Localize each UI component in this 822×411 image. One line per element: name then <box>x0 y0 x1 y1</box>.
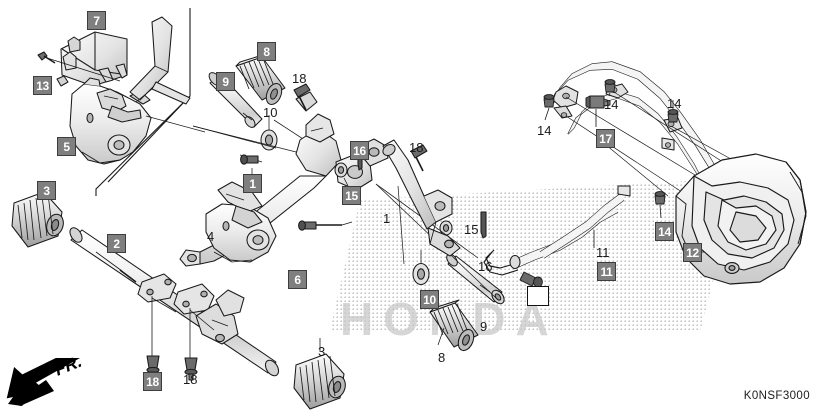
callout-11-plain: 11 <box>596 245 610 260</box>
callout-8-upper[interactable]: 8 <box>257 42 276 61</box>
callout-13[interactable]: 13 <box>33 76 52 95</box>
washer-15-upper <box>334 162 348 178</box>
bolt-18-upper <box>293 83 311 111</box>
part-group-grab-rail <box>483 61 807 301</box>
callout-11[interactable]: 11 <box>597 262 616 281</box>
callout-14-mid-plain: 14 <box>604 97 619 112</box>
part-group-lower-pipe <box>11 191 346 410</box>
washer-10 <box>260 129 278 151</box>
callout-14-right-plain: 14 <box>667 96 682 111</box>
callout-8-lower-plain: 8 <box>438 350 446 365</box>
part-number: K0NSF3000 <box>743 390 810 402</box>
callout-6[interactable]: 6 <box>288 270 307 289</box>
part-group-left-bracket <box>37 16 206 165</box>
bolt-18-bottom-right <box>184 357 198 381</box>
footpeg-rubber-8 <box>235 53 286 106</box>
callout-3-left[interactable]: 3 <box>37 181 56 200</box>
bolt-17 <box>585 95 611 127</box>
footpeg-rubber-3-left <box>11 191 64 248</box>
fr-arrow-icon <box>6 350 81 406</box>
callout-9-upper[interactable]: 9 <box>216 72 235 91</box>
callout-2[interactable]: 2 <box>107 234 126 253</box>
callout-18-bottom[interactable]: 18 <box>143 372 162 391</box>
washer-15-center <box>439 220 453 236</box>
callout-16[interactable]: 16 <box>350 141 369 160</box>
callout-9-lower-plain: 9 <box>480 319 488 334</box>
bolt-14-carrier <box>656 202 666 210</box>
cotter-pin-16 <box>480 211 487 239</box>
callout-12[interactable]: 12 <box>683 243 702 262</box>
callout-4-plain: 4 <box>207 229 215 244</box>
footpeg-rubber-8-lower <box>429 299 479 352</box>
callout-16-lower-plain: 16 <box>478 259 493 274</box>
callout-7[interactable]: 7 <box>87 11 106 30</box>
callout-3-bottom-plain: 3 <box>318 344 326 359</box>
callout-10-upper-plain: 10 <box>263 105 278 120</box>
empty-callout-box[interactable] <box>527 286 549 306</box>
part-group-brake-rod <box>382 139 461 257</box>
callout-1-upper[interactable]: 1 <box>243 174 262 193</box>
front-direction-marker: FR. <box>6 350 110 406</box>
bolt-14-far-left <box>543 94 555 121</box>
washer-10-lower <box>412 262 430 286</box>
callout-18-right-plain: 18 <box>409 140 424 155</box>
callout-15[interactable]: 15 <box>342 186 361 205</box>
panel-divider <box>95 8 191 196</box>
callout-14-boxed[interactable]: 14 <box>655 222 674 241</box>
callout-18-bottom-plain: 18 <box>183 372 198 387</box>
callout-5[interactable]: 5 <box>57 137 76 156</box>
bolt-14-top-mid <box>604 79 616 97</box>
bolt-1-center <box>298 220 342 231</box>
callout-10-lower[interactable]: 10 <box>420 290 439 309</box>
callout-15-lower-plain: 15 <box>464 222 479 237</box>
bolt-14-top-right <box>667 100 679 123</box>
bolt-18-right <box>410 144 428 172</box>
callout-1-lower-plain: 1 <box>383 211 391 226</box>
bolt-14-bottom-mid <box>654 191 666 219</box>
bolt-18-bottom-left <box>146 355 160 379</box>
bolt-13 <box>37 51 56 64</box>
callout-17[interactable]: 17 <box>596 129 615 148</box>
callout-18-upper-plain: 18 <box>292 71 307 86</box>
bolt-1-upper <box>240 154 259 165</box>
footpeg-rubber-3-bottom <box>293 353 346 410</box>
callout-14-left-plain: 14 <box>537 123 552 138</box>
